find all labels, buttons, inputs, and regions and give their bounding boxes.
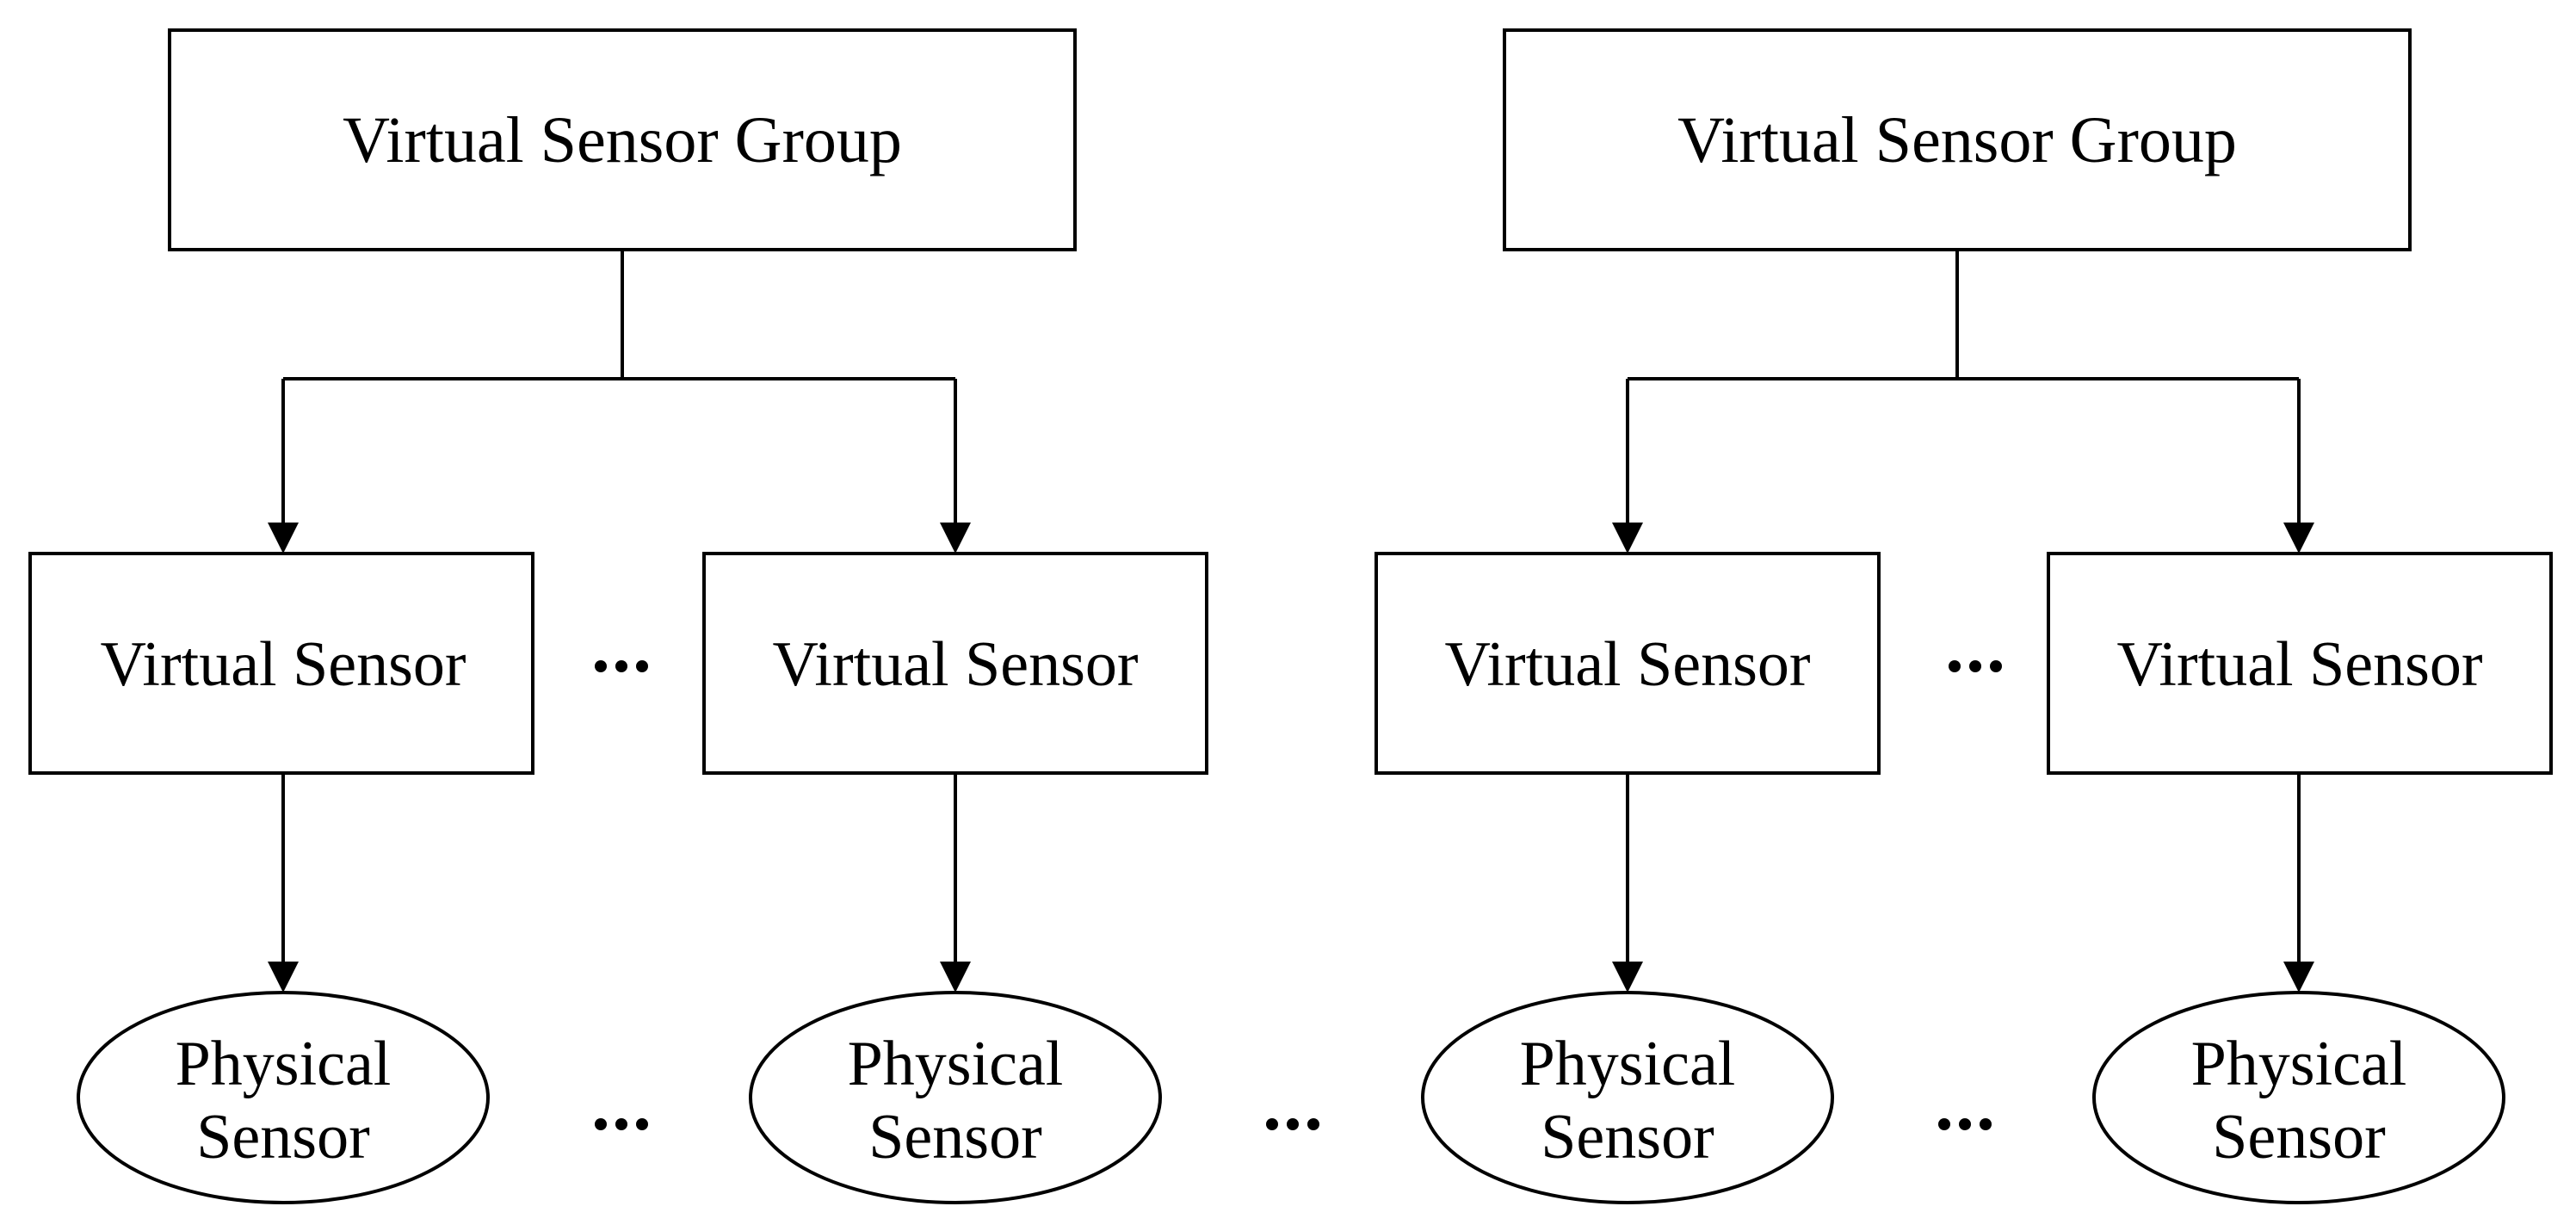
group-left: Virtual Sensor Group Virtual Sensor Virt…	[28, 28, 1208, 1204]
virtual-sensor-group-label: Virtual Sensor Group	[343, 104, 902, 176]
physical-sensor-label-line1: Physical	[848, 1029, 1064, 1099]
physical-sensor-label-line2: Sensor	[1541, 1102, 1714, 1172]
ellipsis-dots	[595, 660, 648, 672]
arrowhead	[268, 523, 299, 554]
sensor-to-physical-connector	[1626, 773, 2301, 962]
physical-sensor-ellipse[interactable]	[1421, 991, 1834, 1204]
physical-sensor-ellipse[interactable]	[749, 991, 1162, 1204]
ellipsis-dots	[1938, 1118, 1992, 1130]
arrowhead	[1612, 523, 1643, 554]
virtual-sensor-box[interactable]	[2047, 552, 2553, 775]
sensor-to-physical-connector	[281, 773, 957, 962]
virtual-sensor-box[interactable]	[1374, 552, 1881, 775]
ellipsis-dots	[595, 1118, 648, 1130]
arrowhead	[268, 962, 299, 993]
physical-sensor-label-line1: Physical	[176, 1029, 392, 1099]
virtual-sensor-group-box[interactable]	[1503, 28, 2412, 251]
ellipsis-dots-between-groups	[1266, 1118, 1319, 1130]
arrowhead	[940, 523, 971, 554]
virtual-sensor-label: Virtual Sensor	[772, 629, 1138, 700]
group-branch-connector	[1626, 250, 2301, 523]
physical-sensor-label-line2: Sensor	[868, 1102, 1041, 1172]
physical-sensor-label-line2: Sensor	[196, 1102, 369, 1172]
arrowhead	[2283, 523, 2314, 554]
physical-sensor-label-line2: Sensor	[2212, 1102, 2385, 1172]
group-right: Virtual Sensor Group Virtual Sensor Virt…	[1374, 28, 2553, 1204]
virtual-sensor-label: Virtual Sensor	[1444, 629, 1810, 700]
arrowhead	[2283, 962, 2314, 993]
virtual-sensor-group-label: Virtual Sensor Group	[1677, 104, 2237, 176]
virtual-sensor-label: Virtual Sensor	[100, 629, 466, 700]
physical-sensor-ellipse[interactable]	[2092, 991, 2505, 1204]
virtual-sensor-label: Virtual Sensor	[2116, 629, 2482, 700]
virtual-sensor-group-box[interactable]	[168, 28, 1077, 251]
virtual-sensor-box[interactable]	[702, 552, 1208, 775]
physical-sensor-label-line1: Physical	[1520, 1029, 1736, 1099]
arrowhead	[940, 962, 971, 993]
ellipsis-dots	[1949, 660, 2002, 672]
physical-sensor-label-line1: Physical	[2191, 1029, 2407, 1099]
virtual-sensor-box[interactable]	[28, 552, 534, 775]
arrowhead	[1612, 962, 1643, 993]
physical-sensor-ellipse[interactable]	[77, 991, 490, 1204]
group-branch-connector	[281, 250, 957, 523]
